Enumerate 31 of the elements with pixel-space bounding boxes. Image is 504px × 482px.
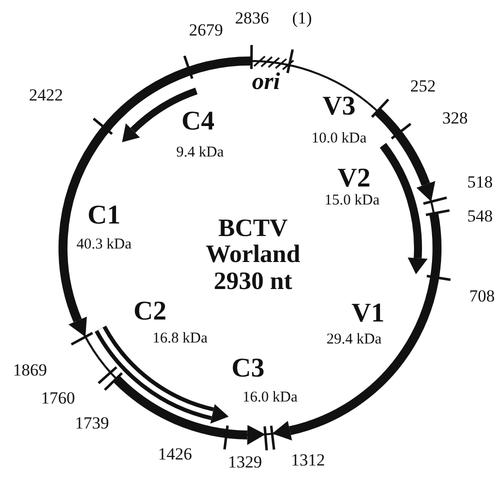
position-number: 2679	[189, 22, 223, 38]
protein-mass: 15.0 kDa	[324, 194, 380, 208]
protein-mass: 10.0 kDa	[312, 132, 366, 146]
protein-mass: 40.3 kDa	[76, 238, 132, 252]
position-number: 328	[442, 110, 468, 126]
protein-mass: 29.4 kDa	[326, 332, 382, 348]
position-number: 1760	[41, 390, 75, 406]
gene-name: V1	[352, 300, 384, 326]
protein-mass: 9.4 kDa	[176, 146, 224, 160]
position-number: 1329	[228, 454, 262, 470]
position-number: 518	[467, 174, 493, 190]
genome-title: BCTV Worland 2930 nt	[204, 216, 302, 295]
gene-name: C1	[88, 202, 120, 228]
gene-name: C3	[232, 354, 264, 382]
position-number: 1426	[158, 446, 192, 462]
position-number: 548	[467, 208, 493, 224]
position-number: 1312	[291, 452, 325, 468]
gene-name: C4	[182, 108, 214, 134]
protein-mass: 16.0 kDa	[242, 390, 298, 406]
position-number: 2422	[29, 86, 63, 104]
position-number: 1739	[75, 414, 109, 432]
position-number: 1869	[13, 362, 47, 378]
position-number: 708	[469, 288, 495, 304]
position-number: 252	[410, 78, 436, 94]
gene-name: V2	[338, 164, 370, 192]
origin-label: ori	[252, 70, 280, 94]
gene-name: V3	[322, 92, 356, 120]
position-number: 2836	[235, 10, 269, 26]
position-number: (1)	[292, 10, 312, 26]
protein-mass: 16.8 kDa	[152, 332, 208, 346]
gene-name: C2	[134, 298, 166, 324]
